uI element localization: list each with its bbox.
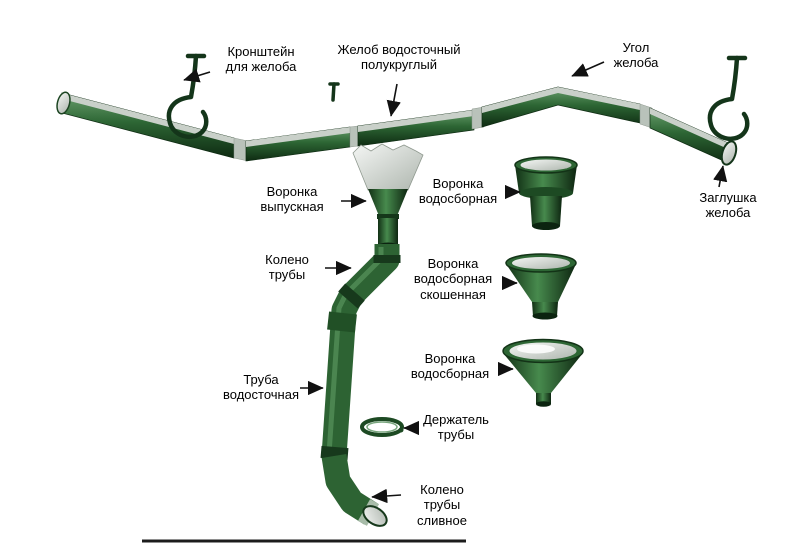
pipe-elbow-joint [338, 283, 365, 309]
gutter-middle-section [245, 109, 475, 162]
label-downpipe: Труба водосточная [223, 372, 299, 403]
label-collector-funnel-beveled: Воронка водосборная скошенная [413, 256, 493, 302]
downpipe [321, 244, 400, 457]
label-end-cap: Заглушка желоба [699, 190, 757, 221]
label-pipe-elbow: Колено трубы [265, 252, 309, 283]
gutter-left-section [56, 91, 235, 159]
label-gutter: Желоб водосточный полукруглый [337, 42, 461, 73]
downpipe-assembly [320, 244, 401, 527]
arrow-corner [571, 61, 605, 77]
gutter-bracket-right [707, 55, 750, 142]
gutter-bracket-left [166, 53, 209, 140]
gutter-connector [471, 106, 485, 130]
gutter-end-cap [720, 140, 738, 166]
arrow-drain-elbow [371, 488, 402, 504]
pipe-sleeve [327, 311, 357, 333]
drain-elbow [321, 454, 378, 525]
label-collector-funnel-conical: Воронка водосборная [410, 351, 490, 382]
collector-funnel-beveled [505, 253, 577, 320]
label-corner: Угол желоба [613, 40, 659, 71]
label-pipe-holder: Держатель трубы [423, 412, 489, 443]
arrow-bracket [183, 68, 211, 83]
collector-funnel-conical [502, 338, 584, 407]
label-bracket: Кронштейн для желоба [225, 44, 297, 75]
pipe-holder [360, 417, 404, 437]
gutter-corner-piece [481, 86, 641, 128]
collector-funnel [514, 156, 578, 230]
arrow-end-cap [713, 165, 728, 188]
gutter-assembly [56, 86, 738, 166]
gutter-bracket-middle-strap [328, 82, 340, 102]
arrow-gutter [386, 83, 401, 117]
label-outlet-funnel: Воронка выпускная [260, 184, 324, 215]
label-collector-funnel: Воронка водосборная [418, 176, 498, 207]
label-drain-elbow: Колено трубы сливное [417, 482, 467, 528]
drain-elbow-mouth [362, 505, 388, 527]
